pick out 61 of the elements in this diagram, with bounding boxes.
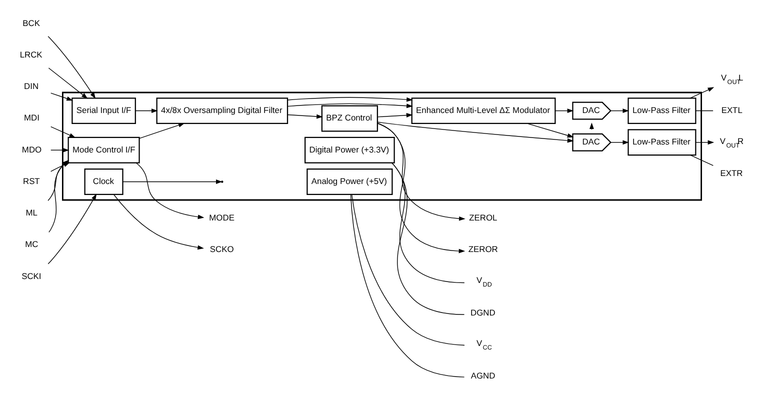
- connector: [391, 162, 464, 315]
- node-text: ZEROR: [468, 244, 498, 254]
- arrow: [50, 162, 70, 172]
- node-box: Digital Power (+3.3V): [304, 136, 394, 164]
- node-text: V$_{DD}$: [476, 274, 492, 288]
- node-box: Analog Power (+5V): [306, 168, 392, 195]
- arrow: [376, 123, 465, 221]
- node-text: ZEROL: [468, 212, 497, 222]
- arrow: [610, 140, 629, 145]
- node-text: DIN: [24, 81, 38, 92]
- arrow: [50, 148, 69, 152]
- arrow: [286, 103, 412, 108]
- node-box: Low-Pass Filter: [627, 129, 696, 156]
- node-text: V$_{OUT}$L: [720, 72, 743, 86]
- node-text: MDI: [24, 112, 39, 123]
- arrow: [138, 123, 184, 139]
- node-text: BCK: [22, 18, 40, 28]
- arrow: [135, 162, 204, 220]
- node-text: MODE: [208, 212, 234, 222]
- arrow: [47, 194, 96, 264]
- node-box: 4x/8x Oversampling Digital Filter: [156, 98, 288, 124]
- node-text: AGND: [470, 370, 495, 381]
- node-text: DGND: [470, 307, 495, 318]
- arrow: [376, 122, 574, 143]
- node-box: Clock: [84, 168, 123, 195]
- arrow: [112, 194, 204, 250]
- arrow: [134, 108, 158, 113]
- node-text: SCKO: [209, 244, 234, 254]
- arrow: [286, 97, 412, 102]
- node-text: EXTL: [720, 104, 742, 115]
- node-text: V$_{OUT}$R: [719, 136, 744, 150]
- connector: [390, 162, 464, 284]
- arrow: [48, 68, 88, 99]
- node-box: Serial Input I/F: [71, 98, 136, 124]
- arrow: [526, 123, 574, 138]
- arrow: [610, 108, 629, 113]
- arrow: [50, 126, 76, 138]
- node-box: BPZ Control: [320, 105, 378, 132]
- arrow: [695, 140, 714, 145]
- node-text: MC: [24, 239, 38, 250]
- node-text: LRCK: [19, 49, 42, 60]
- node-text: RST: [22, 176, 40, 186]
- node-box: Mode Control I/F: [67, 136, 140, 164]
- arrow: [376, 113, 412, 118]
- connector: [350, 194, 464, 378]
- node-text: SCKI: [21, 270, 41, 281]
- node-text: EXTR: [720, 168, 742, 178]
- arrow: [376, 122, 465, 254]
- arrow: [50, 92, 72, 101]
- node-box: Low-Pass Filter: [627, 98, 696, 124]
- node-box: Enhanced Multi-Level ΔΣ Modulator: [410, 98, 556, 124]
- node-text: V$_{CC}$: [476, 338, 492, 352]
- node-text: ML: [25, 208, 38, 218]
- arrow: [689, 87, 714, 98]
- node-text: MDO: [21, 144, 42, 154]
- arrow: [47, 36, 96, 99]
- arrow: [554, 108, 574, 113]
- connector: [350, 194, 464, 346]
- connector: [689, 154, 714, 166]
- connector: [695, 110, 713, 112]
- arrow: [286, 114, 322, 119]
